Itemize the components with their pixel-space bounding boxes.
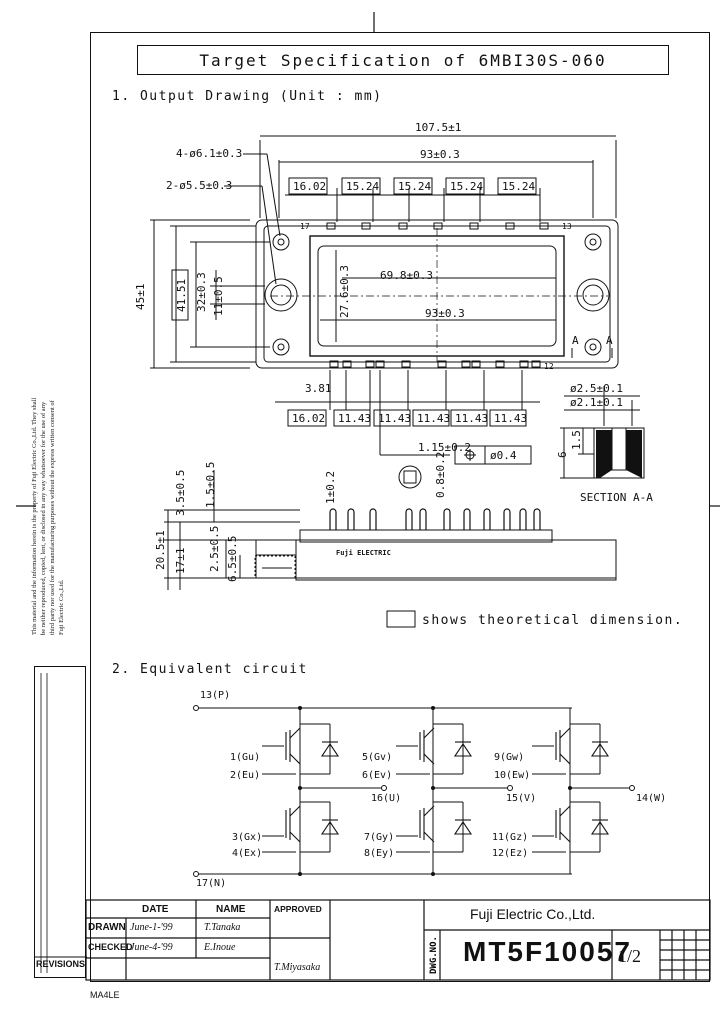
section-output-drawing: 1. Output Drawing (Unit : mm) xyxy=(112,89,383,104)
terminal-ev: 6(Ev) xyxy=(362,770,392,781)
dim-hole-2: 2-ø5.5±0.3 xyxy=(166,179,232,192)
dwg-no-label: DWG.NO. xyxy=(429,936,439,974)
igbt-symbols xyxy=(285,727,610,843)
pitch-bottom-1: 16.02 xyxy=(292,412,325,425)
equivalent-circuit: 13(P) 17(N) 1(Gu) 2(Eu) 5(Gv) 6(Ev) 9(Gw… xyxy=(193,690,666,889)
pitch-bottom-3: 11.43 xyxy=(378,412,411,425)
checked-label: CHECKED xyxy=(88,942,133,952)
pitch-top-4: 15.24 xyxy=(450,180,483,193)
dim-hole-25: ø2.5±0.1 xyxy=(570,382,623,395)
company-name: Fuji Electric Co.,Ltd. xyxy=(470,906,596,922)
section-equivalent-circuit: 2. Equivalent circuit xyxy=(112,662,308,677)
terminal-gz: 11(Gz) xyxy=(492,832,528,843)
sheet-number: 1/2 xyxy=(618,946,642,966)
drawing-frame xyxy=(90,32,710,982)
terminal-gy: 7(Gy) xyxy=(364,832,394,843)
terminal-ez: 12(Ez) xyxy=(492,848,528,859)
dim-276: 27.6±0.3 xyxy=(338,265,351,318)
dim-hole-4: 4-ø6.1±0.3 xyxy=(176,147,242,160)
pitch-bottom-6: 11.43 xyxy=(494,412,527,425)
dim-698: 69.8±0.3 xyxy=(380,269,433,282)
checked-name: E.Inoue xyxy=(204,942,236,953)
revisions-label: REVISIONS xyxy=(36,959,86,969)
terminal-n: 17(N) xyxy=(196,878,226,889)
pitch-bottom-5: 11.43 xyxy=(455,412,488,425)
pin-17-label: 17 xyxy=(300,222,310,231)
terminal-gv: 5(Gv) xyxy=(362,752,392,763)
dim-side-65: 6.5±0.5 xyxy=(226,536,239,582)
approved-header: APPROVED xyxy=(274,904,322,914)
dim-pin-width: 1.15±0.2 xyxy=(418,441,471,454)
pin-13-label: 13 xyxy=(562,222,572,231)
pitch-bottom-2: 11.43 xyxy=(338,412,371,425)
dim-section-6: 6 xyxy=(556,451,569,458)
revisions-box xyxy=(34,666,87,978)
document-number: MT5F10057 xyxy=(463,936,632,967)
dim-overall-width: 107.5±1 xyxy=(415,121,461,134)
pin-12-label: 12 xyxy=(544,362,554,371)
dim-side-1: 1±0.2 xyxy=(324,471,337,504)
pitch-top-3: 15.24 xyxy=(398,180,431,193)
date-header: DATE xyxy=(142,904,169,915)
terminal-ew: 10(Ew) xyxy=(494,770,530,781)
page-title: Target Specification of 6MBI30S-060 xyxy=(137,45,669,75)
dim-height-32: 32±0.3 xyxy=(195,272,208,312)
pitch-top-2: 15.24 xyxy=(346,180,379,193)
checked-date: June-4-'99 xyxy=(130,942,173,953)
terminal-u: 16(U) xyxy=(371,793,401,804)
terminal-gx: 3(Gx) xyxy=(232,832,262,843)
theoretical-dimension-note: shows theoretical dimension. xyxy=(422,613,684,628)
terminal-gw: 9(Gw) xyxy=(494,752,524,763)
dim-inner-width: 93±0.3 xyxy=(420,148,460,161)
form-code: MA4LE xyxy=(90,990,120,1000)
dim-height-4151: 41.51 xyxy=(175,279,188,312)
drawn-label: DRAWN xyxy=(88,922,126,933)
terminal-eu: 2(Eu) xyxy=(230,770,260,781)
section-mark-a-left: A xyxy=(572,334,579,347)
section-mark-a-right: A xyxy=(606,334,613,347)
dim-93-inner: 93±0.3 xyxy=(425,307,465,320)
terminal-gu: 1(Gu) xyxy=(230,752,260,763)
dim-side-15: 1.5±0.5 xyxy=(204,462,217,508)
dim-height-45: 45±1 xyxy=(134,284,147,311)
dim-381: 3.81 xyxy=(305,382,332,395)
dim-side-17: 17±1 xyxy=(174,548,187,575)
section-aa-label: SECTION A-A xyxy=(580,491,653,504)
terminal-w: 14(W) xyxy=(636,793,666,804)
dim-hole-21: ø2.1±0.1 xyxy=(570,396,623,409)
dim-section-15: 1.5 xyxy=(570,430,583,450)
terminal-ey: 8(Ey) xyxy=(364,848,394,859)
pitch-top-5: 15.24 xyxy=(502,180,535,193)
output-drawing: 107.5±1 93±0.3 4-ø6.1±0.3 2-ø5.5±0.3 16.… xyxy=(134,121,653,628)
dim-pin-thickness: 0.8±0.2 xyxy=(434,452,447,498)
terminal-ex: 4(Ex) xyxy=(232,848,262,859)
name-header: NAME xyxy=(216,904,246,915)
position-tolerance: ø0.4 xyxy=(490,449,517,462)
terminal-v: 15(V) xyxy=(506,793,536,804)
dim-11: 11±0.5 xyxy=(212,276,225,316)
dim-side-25: 2.5±0.5 xyxy=(208,526,221,572)
terminal-p: 13(P) xyxy=(200,690,230,701)
drawn-name: T.Tanaka xyxy=(204,922,241,933)
drawn-date: June-1-'99 xyxy=(130,922,173,933)
pitch-bottom-4: 11.43 xyxy=(417,412,450,425)
brand-marking: Fuji ELECTRIC xyxy=(336,549,391,557)
dim-side-35: 3.5±0.5 xyxy=(174,470,187,516)
dim-side-205: 20.5±1 xyxy=(154,530,167,570)
pitch-top-1: 16.02 xyxy=(293,180,326,193)
approved-name: T.Miyasaka xyxy=(274,962,321,973)
